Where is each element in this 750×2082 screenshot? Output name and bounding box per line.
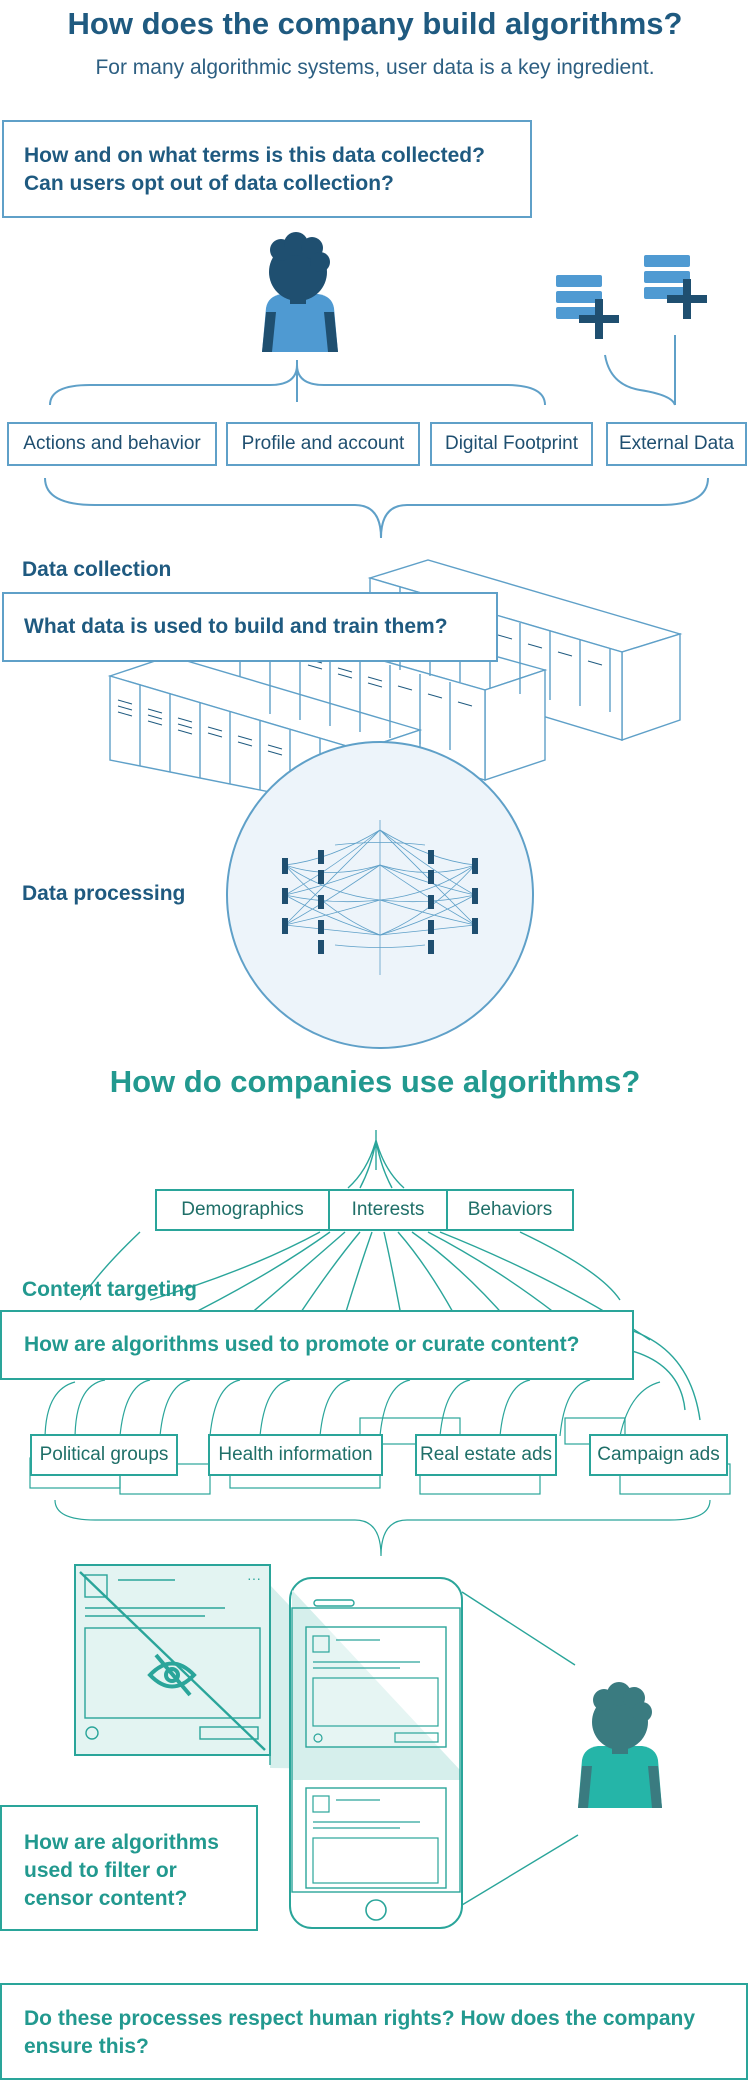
question-text: Do these processes respect human rights?… (24, 2007, 696, 2030)
neural-network-icon (226, 741, 534, 1049)
source-brace (44, 335, 709, 539)
source-digital-footprint: Digital Footprint (430, 422, 593, 466)
label-content-targeting: Content targeting (22, 1278, 197, 1301)
content-health-information: Health information (208, 1434, 383, 1476)
svg-text:···: ··· (247, 1570, 261, 1586)
section-title-company-use: How do companies use algorithms? (109, 1064, 641, 1099)
content-campaign-ads: Campaign ads (589, 1434, 728, 1476)
targeting-behaviors: Behaviors (446, 1189, 574, 1231)
question-text: How are algorithms (24, 1831, 219, 1854)
question-box-training-data: What data is used to build and train the… (2, 592, 498, 662)
content-real-estate-ads: Real estate ads (415, 1434, 557, 1476)
source-actions-behavior: Actions and behavior (7, 422, 217, 466)
question-box-human-rights: Do these processes respect human rights?… (0, 1983, 748, 2080)
question-text: ensure this? (24, 2035, 149, 2058)
targeting-demographics: Demographics (155, 1189, 330, 1231)
targeting-interests: Interests (328, 1189, 448, 1231)
targeting-funnel (79, 1130, 701, 1421)
question-box-filter-censor: How are algorithms used to filter or cen… (0, 1805, 258, 1931)
question-box-promote-content: How are algorithms used to promote or cu… (0, 1310, 634, 1380)
hidden-eye-icon (147, 1653, 197, 1697)
source-profile-account: Profile and account (226, 422, 420, 466)
database-add-icon (556, 275, 619, 339)
database-add-icon (644, 255, 707, 319)
person-icon (262, 232, 338, 352)
label-data-collection: Data collection (22, 558, 172, 581)
source-external-data: External Data (606, 422, 747, 466)
person-icon (578, 1682, 662, 1808)
question-text: censor content? (24, 1887, 188, 1910)
label-data-processing: Data processing (22, 882, 186, 905)
page-subtitle: For many algorithmic systems, user data … (95, 56, 655, 79)
question-text: How and on what terms is this data colle… (24, 144, 485, 167)
page-title: How does the company build algorithms? (67, 6, 683, 41)
question-box-data-collection-terms: How and on what terms is this data colle… (2, 120, 532, 218)
question-text: Can users opt out of data collection? (24, 172, 394, 195)
content-political-groups: Political groups (30, 1434, 178, 1476)
question-text: used to filter or (24, 1859, 177, 1882)
phone-icon (269, 1577, 579, 1929)
